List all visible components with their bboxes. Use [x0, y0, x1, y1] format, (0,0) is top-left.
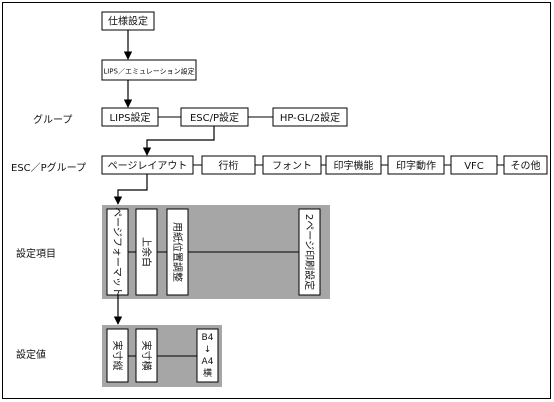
- item-box-paper-position: [166, 208, 189, 296]
- row-label-escp-group: ESC／Pグループ: [11, 161, 86, 174]
- item-label-2page-print: 2ページ印刷設定: [303, 214, 316, 290]
- escp-group-box-4: [387, 155, 445, 175]
- item-label-paper-position: 用紙位置調整: [171, 222, 184, 282]
- group-label-hpgl: HP-GL/2設定: [280, 111, 340, 124]
- group-label-escp: ESC/P設定: [190, 111, 239, 124]
- value-label-landscape: 横: [203, 367, 212, 379]
- value-label-arrow: ↓: [204, 345, 212, 355]
- mode-label: LIPS／エミュレーション設定: [103, 67, 194, 76]
- group-label-lips: LIPS設定: [110, 111, 151, 124]
- row-label-settings: 設定項目: [16, 247, 56, 260]
- value-box-b4-a4: [196, 328, 219, 383]
- mode-box: [101, 59, 197, 81]
- escp-group-box-6: [503, 155, 548, 175]
- item-box-2page-print: [298, 208, 321, 296]
- row-label-group: グループ: [33, 113, 72, 126]
- arrow-escp-to-page-layout: [142, 126, 215, 156]
- item-label-top-margin: 上余白: [140, 237, 153, 267]
- item-box-top-margin: [135, 208, 158, 296]
- escp-group-label-1: 行桁: [219, 159, 239, 172]
- outer-frame: [2, 2, 551, 399]
- escp-group-label-5: VFC: [464, 161, 484, 172]
- value-label-actual-portrait: 実寸縦: [111, 341, 124, 371]
- group-box-lips: [101, 107, 159, 127]
- value-box-actual-landscape: [135, 328, 158, 383]
- escp-group-label-4: 印字動作: [396, 159, 436, 172]
- escp-group-label-0: ページレイアウト: [108, 160, 188, 172]
- escp-group-box-3: [325, 155, 382, 175]
- group-box-hpgl: [272, 107, 348, 127]
- escp-group-label-6: その他: [511, 159, 541, 172]
- escp-group-box-1: [201, 155, 256, 175]
- spec-label: 仕様設定: [108, 15, 148, 28]
- escp-group-box-5: [450, 155, 498, 175]
- escp-group-label-3: 印字機能: [334, 159, 374, 172]
- item-label-page-format: ページフォーマット: [111, 207, 122, 297]
- escp-group-label-2: フォント: [272, 161, 312, 172]
- value-box-actual-portrait: [106, 328, 129, 383]
- value-label-a4: A4: [202, 357, 214, 367]
- value-label-actual-landscape: 実寸横: [140, 341, 153, 371]
- escp-group-box-2: [262, 155, 322, 175]
- value-label-b4: B4: [202, 333, 214, 343]
- arrow-page-layout-to-items: [113, 174, 148, 205]
- row-label-values: 設定値: [16, 348, 46, 361]
